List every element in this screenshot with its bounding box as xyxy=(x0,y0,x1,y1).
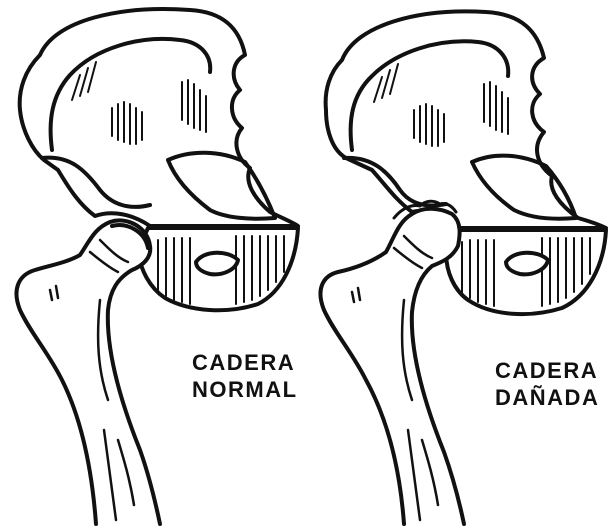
label-damaged-hip: CADERA DAÑADA xyxy=(495,357,599,411)
label-damaged-line-2: DAÑADA xyxy=(495,384,599,411)
normal-femur-bone xyxy=(16,220,160,524)
damaged-obturator-foramen xyxy=(506,253,548,275)
normal-hip-drawing xyxy=(16,9,298,524)
label-normal-line-2: NORMAL xyxy=(192,376,298,403)
label-normal-hip: CADERA NORMAL xyxy=(192,349,298,403)
normal-obturator-foramen xyxy=(196,253,238,275)
damaged-pelvis-bone xyxy=(326,11,606,228)
damaged-femur-bone xyxy=(320,209,464,524)
damaged-hip-drawing xyxy=(320,11,606,524)
label-damaged-line-1: CADERA xyxy=(495,357,599,384)
normal-pelvis-bone xyxy=(20,9,298,226)
label-normal-line-1: CADERA xyxy=(192,349,298,376)
